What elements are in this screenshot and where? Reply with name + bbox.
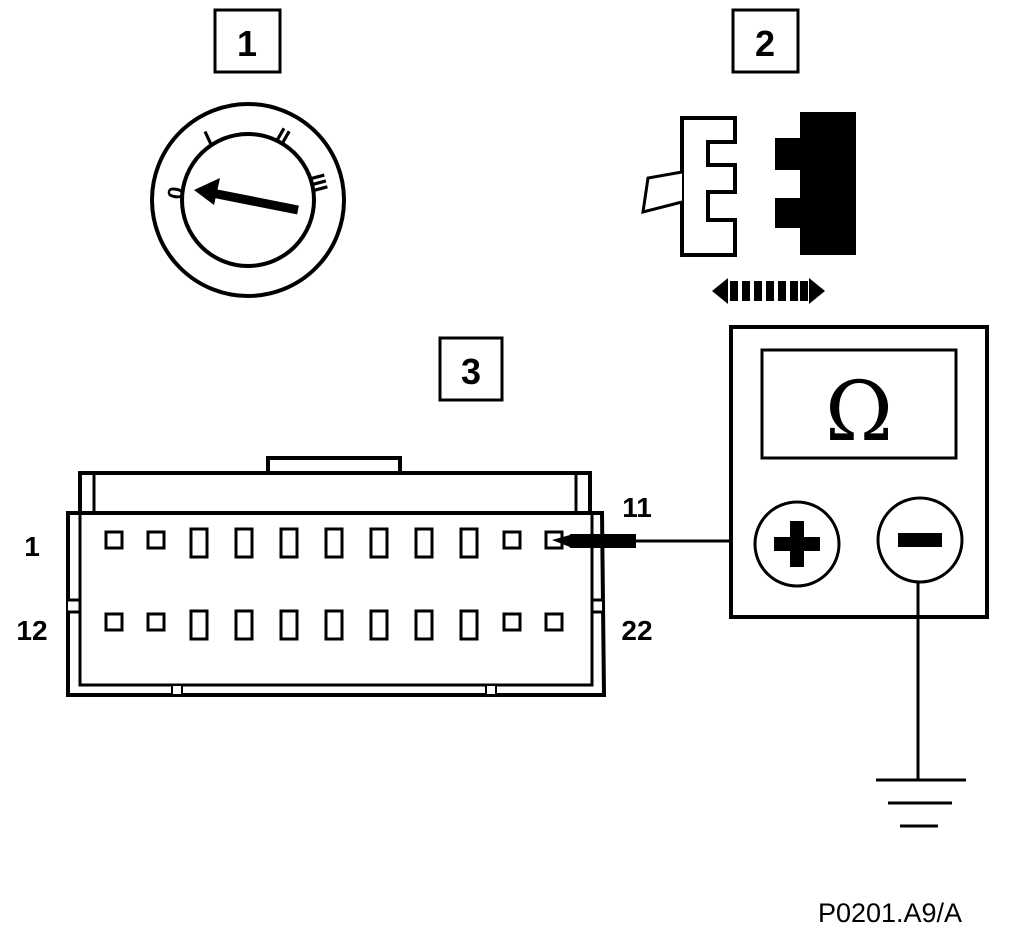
step-3-label: 3 xyxy=(461,351,481,392)
pin-8 xyxy=(414,527,434,559)
pin-10 xyxy=(502,530,522,550)
pin-19 xyxy=(414,609,434,641)
pin-row-top xyxy=(104,527,564,559)
step-3-box: 3 xyxy=(438,336,504,402)
pin-label-1: 1 xyxy=(24,531,40,562)
connector-22-pin: 1 11 12 22 xyxy=(16,456,653,697)
step-1-label: 1 xyxy=(237,23,257,64)
pin-17 xyxy=(324,609,344,641)
pin-22 xyxy=(544,612,564,632)
pin-row-bottom xyxy=(104,609,564,641)
ground-icon xyxy=(876,582,966,828)
pin-21 xyxy=(502,612,522,632)
pin-label-22: 22 xyxy=(621,615,652,646)
ohm-symbol: Ω xyxy=(825,365,893,460)
pin-14 xyxy=(189,609,209,641)
negative-terminal-icon xyxy=(876,496,964,584)
switch-pointer-icon xyxy=(194,178,299,215)
pin-2 xyxy=(146,530,166,550)
step-1-box: 1 xyxy=(213,8,282,74)
pin-20 xyxy=(459,609,479,641)
pin-12 xyxy=(104,612,124,632)
pin-label-12: 12 xyxy=(16,615,47,646)
pin-5 xyxy=(279,527,299,559)
pin-4 xyxy=(234,527,254,559)
ohmmeter-display xyxy=(760,348,958,460)
pin-label-11: 11 xyxy=(622,492,652,523)
pin-15 xyxy=(234,609,254,641)
pin-13 xyxy=(146,612,166,632)
switch-position-0: 0 xyxy=(162,185,189,201)
pin-6 xyxy=(324,527,344,559)
pin-7 xyxy=(369,527,389,559)
positive-terminal-icon xyxy=(753,500,841,588)
step-2-label: 2 xyxy=(755,23,775,64)
ignition-switch-icon: 0 I II III xyxy=(150,102,346,298)
reference-code: P0201.A9/A xyxy=(818,898,962,928)
separate-arrow-icon xyxy=(712,278,825,304)
pin-16 xyxy=(279,609,299,641)
ohmmeter: Ω xyxy=(729,325,989,619)
pin-1 xyxy=(104,530,124,550)
test-probe-icon xyxy=(552,534,756,548)
pin-3 xyxy=(189,527,209,559)
pin-9 xyxy=(459,527,479,559)
connector-disconnect-icon xyxy=(641,112,856,304)
pin-18 xyxy=(369,609,389,641)
step-2-box: 2 xyxy=(731,8,800,74)
